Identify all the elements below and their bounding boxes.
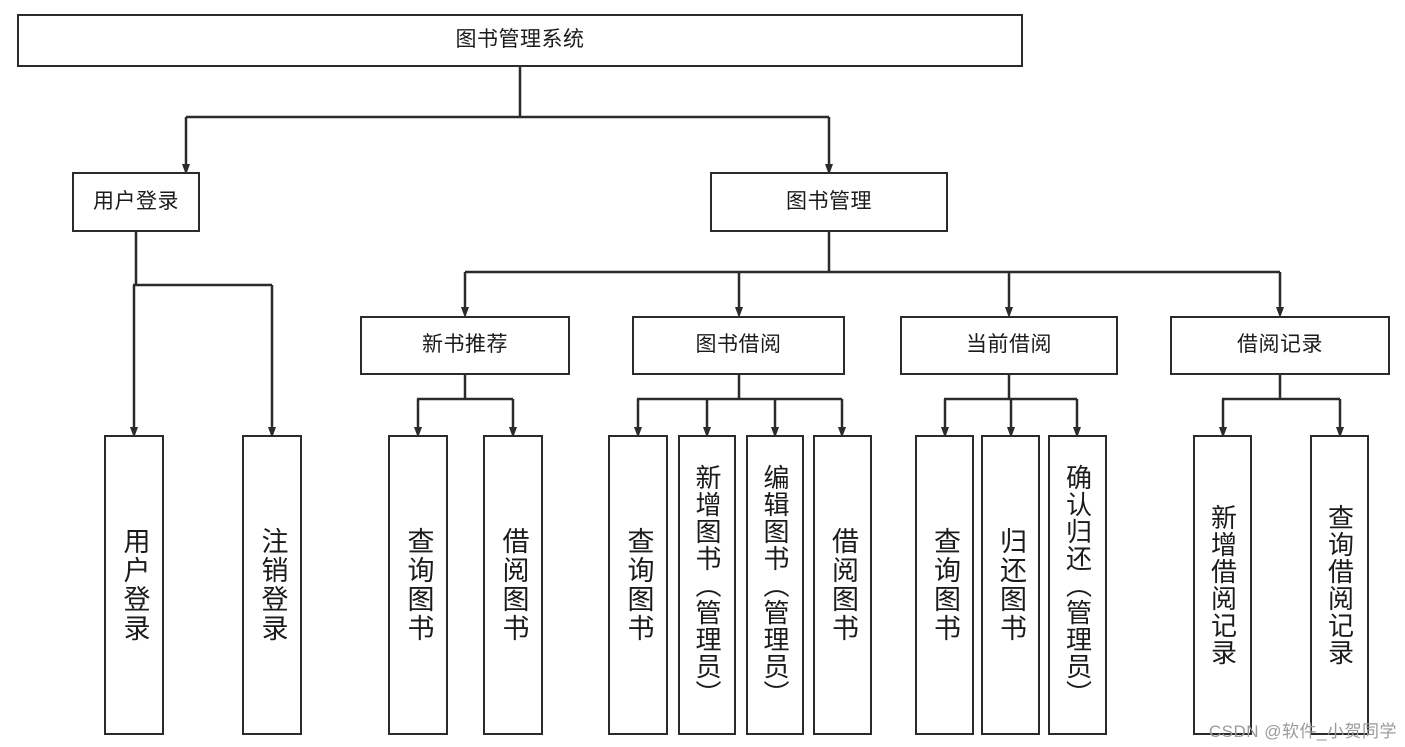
node-leaf-query-book-3-label: 查询图书 xyxy=(930,527,960,643)
node-leaf-user-login[interactable]: 用户登录 xyxy=(104,435,164,735)
node-leaf-add-borrow-record-label: 新增借阅记录 xyxy=(1207,504,1238,666)
node-leaf-confirm-return-admin-label: 确认归还（管理员） xyxy=(1062,463,1093,707)
node-leaf-query-borrow-record[interactable]: 查询借阅记录 xyxy=(1310,435,1369,735)
node-leaf-borrow-book-1[interactable]: 借阅图书 xyxy=(483,435,543,735)
node-borrow-record-label: 借阅记录 xyxy=(1237,333,1323,357)
node-leaf-query-book-1-label: 查询图书 xyxy=(403,527,434,643)
node-leaf-add-book-admin[interactable]: 新增图书（管理员） xyxy=(678,435,736,735)
node-root-label: 图书管理系统 xyxy=(455,28,585,52)
node-book-borrow[interactable]: 图书借阅 xyxy=(632,316,845,375)
node-leaf-borrow-book-1-label: 借阅图书 xyxy=(498,527,529,643)
node-leaf-user-login-label: 用户登录 xyxy=(119,527,150,643)
node-leaf-return-book[interactable]: 归还图书 xyxy=(981,435,1040,735)
node-leaf-query-book-3[interactable]: 查询图书 xyxy=(915,435,974,735)
node-new-book-rec-label: 新书推荐 xyxy=(422,333,508,357)
node-leaf-edit-book-admin-label: 编辑图书（管理员） xyxy=(760,463,790,707)
node-leaf-edit-book-admin[interactable]: 编辑图书（管理员） xyxy=(746,435,804,735)
node-leaf-add-borrow-record[interactable]: 新增借阅记录 xyxy=(1193,435,1252,735)
node-leaf-logout-login[interactable]: 注销登录 xyxy=(242,435,302,735)
node-leaf-add-book-admin-label: 新增图书（管理员） xyxy=(692,463,722,707)
node-leaf-logout-login-label: 注销登录 xyxy=(257,527,288,643)
node-leaf-query-book-2[interactable]: 查询图书 xyxy=(608,435,668,735)
node-new-book-rec[interactable]: 新书推荐 xyxy=(360,316,570,375)
node-user-login-label: 用户登录 xyxy=(93,189,179,213)
node-leaf-confirm-return-admin[interactable]: 确认归还（管理员） xyxy=(1048,435,1107,735)
node-leaf-borrow-book-2[interactable]: 借阅图书 xyxy=(813,435,872,735)
node-root[interactable]: 图书管理系统 xyxy=(17,14,1023,67)
node-leaf-query-borrow-record-label: 查询借阅记录 xyxy=(1324,504,1355,666)
node-borrow-record[interactable]: 借阅记录 xyxy=(1170,316,1390,375)
node-book-manage[interactable]: 图书管理 xyxy=(710,172,948,232)
node-leaf-query-book-1[interactable]: 查询图书 xyxy=(388,435,448,735)
node-leaf-query-book-2-label: 查询图书 xyxy=(623,527,654,643)
node-current-borrow-label: 当前借阅 xyxy=(966,333,1052,357)
node-book-manage-label: 图书管理 xyxy=(786,189,872,213)
node-leaf-return-book-label: 归还图书 xyxy=(996,527,1026,643)
node-user-login[interactable]: 用户登录 xyxy=(72,172,200,232)
node-current-borrow[interactable]: 当前借阅 xyxy=(900,316,1118,375)
node-leaf-borrow-book-2-label: 借阅图书 xyxy=(828,527,858,643)
node-book-borrow-label: 图书借阅 xyxy=(695,333,782,357)
csdn-watermark: CSDN @软件_小贺同学 xyxy=(1208,722,1397,741)
